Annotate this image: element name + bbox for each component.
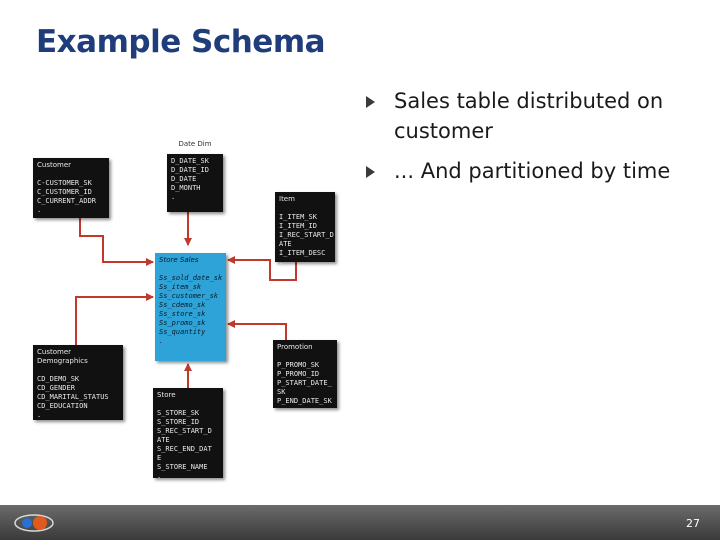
field: D_DATE_SK xyxy=(171,157,209,165)
field: Ss_sold_date_sk xyxy=(159,274,223,282)
field: C-CUSTOMER_SK xyxy=(37,179,92,187)
field: ATE xyxy=(157,436,170,444)
field: S_STORE_ID xyxy=(157,418,200,426)
table-title: Store xyxy=(157,391,176,399)
table-customer-demographics: Customer Demographics CD_DEMO_SK CD_GEND… xyxy=(33,345,123,420)
table-store: Store S_STORE_SK S_STORE_ID S_REC_START_… xyxy=(153,388,223,480)
table-title: Customer xyxy=(37,161,72,169)
field: . xyxy=(157,472,162,480)
field: Ss_store_sk xyxy=(159,310,206,318)
field: P_START_DATE_ xyxy=(277,379,332,387)
table-date-dim: D_DATE_SK D_DATE_ID D_DATE D_MONTH . xyxy=(167,154,223,212)
table-item: Item I_ITEM_SK I_ITEM_ID I_REC_START_D A… xyxy=(275,192,335,266)
field: CD_MARITAL_STATUS xyxy=(37,393,109,401)
field: Ss_customer_sk xyxy=(159,292,219,300)
field: S_REC_END_DAT xyxy=(157,445,212,453)
field: P_PROMO_ID xyxy=(277,370,320,378)
field: C_CUSTOMER_ID xyxy=(37,188,92,196)
logo-icon xyxy=(14,514,54,532)
connector-customer xyxy=(79,218,154,266)
slide-title: Example Schema xyxy=(36,24,326,60)
bullet-arrow-icon xyxy=(366,96,375,108)
field: I_ITEM_ID xyxy=(279,222,317,230)
field: D_DATE xyxy=(171,175,197,183)
field: Ss_item_sk xyxy=(159,283,202,291)
field: Ss_promo_sk xyxy=(159,319,206,327)
field: Ss_cdemo_sk xyxy=(159,301,206,309)
bullet-text: Sales table distributed on customer xyxy=(394,89,664,143)
bullet-item: ... And partitioned by time xyxy=(366,156,696,186)
field: D_MONTH xyxy=(171,184,201,192)
table-customer: Customer C-CUSTOMER_SK C_CUSTOMER_ID C_C… xyxy=(33,158,109,218)
table-title: Customer Demographics xyxy=(37,348,88,365)
field: . xyxy=(159,337,164,345)
bullet-arrow-icon xyxy=(366,166,375,178)
field: I_REC_START_D xyxy=(279,231,334,239)
field: I_ITEM_DESC xyxy=(279,249,326,257)
field: C_CURRENT_ADDR xyxy=(37,197,97,205)
field: . xyxy=(171,193,176,201)
field: P_PROMO_SK xyxy=(277,361,320,369)
field: CD_EDUCATION xyxy=(37,402,88,410)
field: S_STORE_NAME xyxy=(157,463,208,471)
table-title: Promotion xyxy=(277,343,313,351)
field: . xyxy=(279,258,284,266)
table-store-sales: Store Sales Ss_sold_date_sk Ss_item_sk S… xyxy=(155,253,226,361)
date-dim-title: Date Dim xyxy=(178,140,212,148)
bullet-text: ... And partitioned by time xyxy=(394,159,671,183)
field: . xyxy=(37,206,42,214)
field: CD_GENDER xyxy=(37,384,75,392)
field: I_ITEM_SK xyxy=(279,213,317,221)
field: E xyxy=(157,454,162,462)
connector-promotion xyxy=(227,320,287,340)
field: ATE xyxy=(279,240,292,248)
table-title: Item xyxy=(279,195,295,203)
field: D_DATE_ID xyxy=(171,166,209,174)
field: S_STORE_SK xyxy=(157,409,200,417)
field: . xyxy=(277,406,282,414)
field: Ss_quantity xyxy=(159,328,206,336)
footer-bar: 27 xyxy=(0,505,720,540)
connector-customer-demographics xyxy=(75,293,154,345)
page-number: 27 xyxy=(686,517,700,530)
table-title: Store Sales xyxy=(159,256,199,264)
bullet-list: Sales table distributed on customer ... … xyxy=(366,86,696,196)
connector-item xyxy=(227,256,297,281)
field: SK xyxy=(277,388,286,396)
table-promotion: Promotion P_PROMO_SK P_PROMO_ID P_START_… xyxy=(273,340,337,414)
field: S_REC_START_D xyxy=(157,427,212,435)
field: . xyxy=(37,411,42,419)
field: P_END_DATE_SK xyxy=(277,397,332,405)
bullet-item: Sales table distributed on customer xyxy=(366,86,696,146)
field: CD_DEMO_SK xyxy=(37,375,80,383)
